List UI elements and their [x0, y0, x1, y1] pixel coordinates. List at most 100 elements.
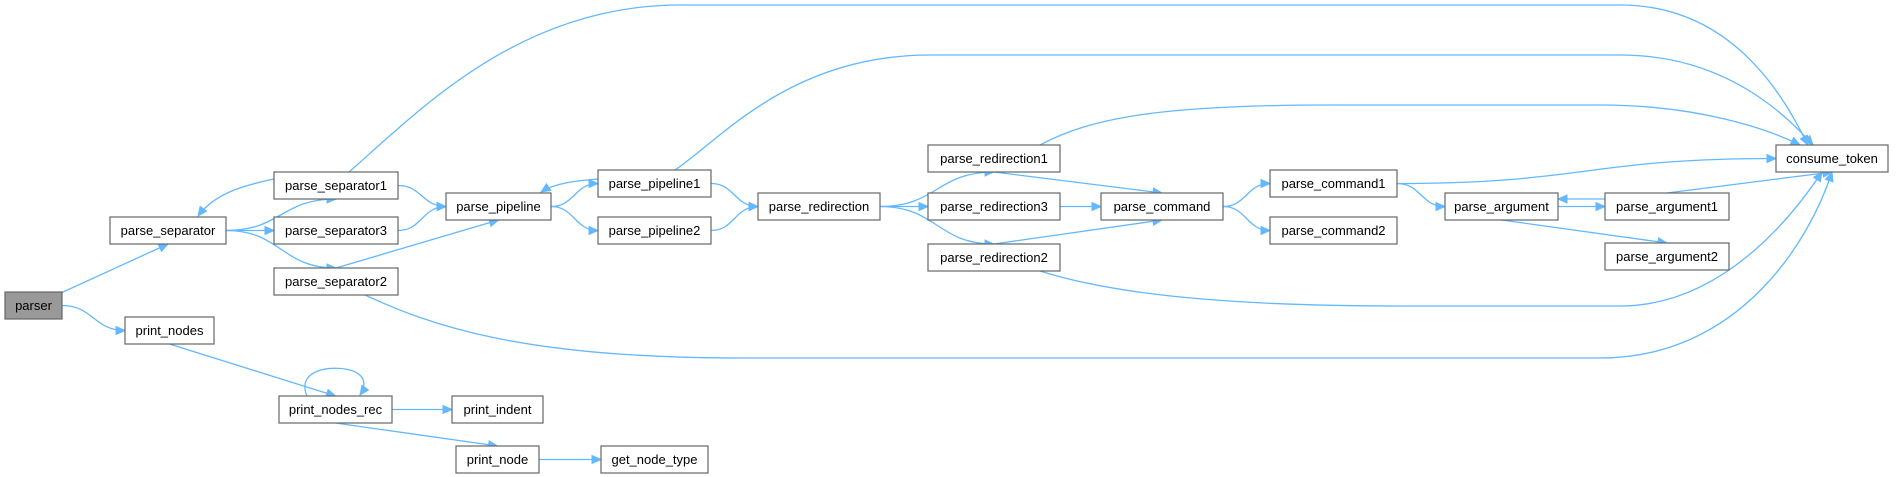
node-get-node-type[interactable]: get_node_type [600, 445, 709, 474]
edge-parse_pipeline-to-parse_pipeline2 [550, 205, 600, 236]
node-print-nodes-rec[interactable]: print_nodes_rec [278, 395, 393, 424]
node-box[interactable] [1604, 242, 1730, 271]
node-box[interactable] [1604, 192, 1730, 221]
node-parse-redirection1[interactable]: parse_redirection1 [927, 144, 1061, 173]
node-box[interactable] [445, 192, 552, 221]
node-box[interactable] [1444, 192, 1559, 221]
arrowhead-icon [588, 178, 600, 189]
node-parse-pipeline2[interactable]: parse_pipeline2 [597, 216, 712, 245]
edge-print_nodes_rec-to-print_indent [391, 404, 454, 415]
arrowhead-icon [918, 201, 930, 212]
edge-parse_command-to-parse_command1 [1222, 178, 1272, 208]
node-print-indent[interactable]: print_indent [451, 395, 544, 424]
node-label: parse_argument2 [1616, 249, 1718, 264]
node-print-node[interactable]: print_node [455, 445, 540, 474]
node-label: parse_pipeline [456, 199, 541, 214]
node-box[interactable] [4, 291, 63, 320]
node-parse-redirection2[interactable]: parse_redirection2 [927, 243, 1061, 272]
edge-line [1039, 104, 1801, 146]
node-label: parse_command [1114, 199, 1211, 214]
node-box[interactable] [757, 192, 881, 221]
node-box[interactable] [927, 243, 1061, 272]
node-parse-redirection3[interactable]: parse_redirection3 [927, 192, 1061, 221]
node-box[interactable] [1269, 169, 1398, 198]
edge-parse_pipeline-to-parse_pipeline1 [550, 178, 600, 208]
edge-parse_redirection3-to-parse_command [1059, 201, 1103, 212]
node-parse-argument2[interactable]: parse_argument2 [1604, 242, 1730, 271]
edge-parse_argument1-to-parse_argument [1556, 194, 1605, 204]
call-graph-edges [33, 4, 1834, 465]
edge-parse_command1-to-consume_token [1396, 153, 1778, 185]
edge-parse_pipeline1-to-parse_pipeline [539, 178, 599, 193]
node-parse-argument1[interactable]: parse_argument1 [1604, 192, 1730, 221]
node-parse-redirection[interactable]: parse_redirection [757, 192, 881, 221]
arrowhead-icon [1091, 201, 1103, 212]
node-parse-separator3[interactable]: parse_separator3 [273, 216, 399, 245]
node-label: parse_command2 [1281, 223, 1385, 238]
node-box[interactable] [455, 445, 540, 474]
node-parse-argument[interactable]: parse_argument [1444, 192, 1559, 221]
arrowhead-icon [1812, 170, 1823, 183]
node-parse-pipeline1[interactable]: parse_pipeline1 [597, 169, 712, 198]
node-print-nodes[interactable]: print_nodes [124, 316, 215, 345]
arrowhead-icon [1789, 136, 1802, 146]
node-box[interactable] [597, 216, 712, 245]
node-parse-separator[interactable]: parse_separator [109, 216, 227, 245]
node-parse-command2[interactable]: parse_command2 [1269, 216, 1398, 245]
edge-print_nodes_rec-to-print_nodes_rec [304, 367, 370, 397]
node-label: parse_pipeline2 [609, 223, 701, 238]
node-box[interactable] [597, 169, 712, 198]
edge-line [348, 4, 1809, 173]
node-parse-pipeline[interactable]: parse_pipeline [445, 192, 552, 221]
edge-line [169, 343, 336, 397]
node-label: print_indent [464, 402, 532, 417]
node-parse-separator1[interactable]: parse_separator1 [273, 171, 399, 200]
node-box[interactable] [124, 316, 215, 345]
node-label: parse_separator3 [285, 223, 387, 238]
arrowhead-icon [1595, 201, 1607, 212]
node-parse-separator2[interactable]: parse_separator2 [273, 267, 399, 296]
node-label: parse_redirection3 [940, 199, 1048, 214]
edge-line [993, 219, 1163, 245]
node-label: consume_token [1786, 151, 1878, 166]
node-parse-command1[interactable]: parse_command1 [1269, 169, 1398, 198]
node-box[interactable] [273, 171, 399, 200]
edge-parse_redirection2-to-consume_token [1039, 170, 1823, 307]
call-graph-nodes: parser parse_separator print_nodes parse_se… [4, 144, 1889, 474]
node-label: parse_separator2 [285, 274, 387, 289]
node-box[interactable] [1100, 192, 1224, 221]
edge-parse_command-to-parse_command2 [1222, 205, 1272, 236]
arrowhead-icon [359, 384, 370, 397]
node-label: parse_argument1 [1616, 199, 1718, 214]
node-box[interactable] [1775, 144, 1889, 173]
arrowhead-icon [539, 182, 552, 193]
node-box[interactable] [273, 216, 399, 245]
node-parser[interactable]: parser [4, 291, 63, 320]
node-box[interactable] [1269, 216, 1398, 245]
node-box[interactable] [451, 395, 544, 424]
node-box[interactable] [927, 192, 1061, 221]
arrowhead-icon [1803, 134, 1814, 146]
edge-parse_redirection2-to-parse_command [993, 216, 1164, 245]
arrowhead-icon [436, 201, 448, 212]
node-box[interactable] [278, 395, 393, 424]
edge-line [1501, 219, 1668, 244]
node-label: parse_command1 [1281, 176, 1385, 191]
node-label: parse_pipeline1 [609, 176, 701, 191]
edge-parser-to-print_nodes [61, 304, 127, 336]
edge-line [1666, 171, 1833, 194]
edge-parse_separator1-to-consume_token [348, 4, 1809, 173]
node-box[interactable] [600, 445, 709, 474]
node-label: parse_redirection1 [940, 151, 1048, 166]
node-box[interactable] [109, 216, 227, 245]
node-label: parser [15, 298, 53, 313]
node-box[interactable] [927, 144, 1061, 173]
edge-parse_argument-to-parse_argument1 [1557, 201, 1607, 212]
arrowhead-icon [591, 454, 603, 465]
node-label: print_node [467, 452, 528, 467]
node-label: parse_redirection2 [940, 250, 1048, 265]
node-consume-token[interactable]: consume_token [1775, 144, 1889, 173]
node-parse-command[interactable]: parse_command [1100, 192, 1224, 221]
node-box[interactable] [273, 267, 399, 296]
